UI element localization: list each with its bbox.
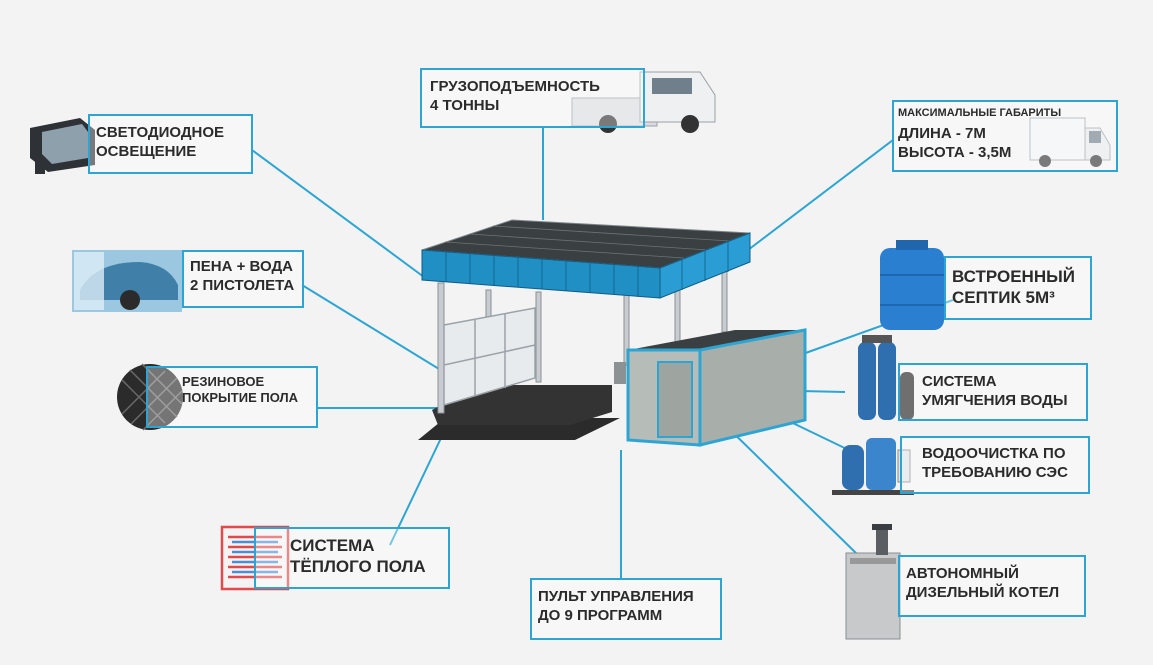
control-panel-box: [614, 362, 626, 384]
purification-unit-icon: [832, 438, 914, 495]
softening-line-2: УМЯГЧЕНИЯ ВОДЫ: [922, 391, 1068, 409]
dimensions-title: МАКСИМАЛЬНЫЕ ГАБАРИТЫ: [898, 107, 1062, 119]
lifting-line-2: 4 ТОННЫ: [430, 96, 500, 114]
rubber-line-1: РЕЗИНОВОЕ: [182, 374, 265, 389]
rubber-line-2: ПОКРЫТИЕ ПОЛА: [182, 390, 298, 406]
dimensions-height: ВЫСОТА - 3,5М: [898, 143, 1012, 161]
container-roof: [628, 330, 805, 350]
label-foam-water: ПЕНА + ВОДА 2 ПИСТОЛЕТА: [182, 250, 304, 308]
boiler-line-2: ДИЗЕЛЬНЫЙ КОТЕЛ: [906, 583, 1060, 601]
lifting-line-1: ГРУЗОПОДЪЕМНОСТЬ: [430, 78, 600, 95]
septic-line-2: СЕПТИК 5М³: [952, 288, 1055, 308]
led-floodlight-icon: [30, 118, 95, 174]
label-control-panel: ПУЛЬТ УПРАВЛЕНИЯ ДО 9 ПРОГРАММ: [530, 578, 722, 640]
car-wash-icon: [72, 250, 182, 312]
roof-grid: [444, 225, 731, 259]
label-water-softening: СИСТЕМА УМЯГЧЕНИЯ ВОДЫ: [898, 363, 1088, 421]
diesel-boiler-icon: [845, 524, 901, 640]
label-max-dimensions: МАКСИМАЛЬНЫЕ ГАБАРИТЫ ДЛИНА - 7М ВЫСОТА …: [892, 100, 1118, 172]
label-diesel-boiler: АВТОНОМНЫЙ ДИЗЕЛЬНЫЙ КОТЕЛ: [898, 555, 1086, 617]
boiler-line-1: АВТОНОМНЫЙ: [906, 565, 1019, 582]
container-side: [698, 328, 807, 447]
led-line-2: ОСВЕЩЕНИЕ: [96, 142, 197, 160]
purification-line-2: ТРЕБОВАНИЮ СЭС: [922, 463, 1068, 481]
control-line-1: ПУЛЬТ УПРАВЛЕНИЯ: [538, 588, 694, 605]
label-floor-heating: СИСТЕМА ТЁПЛОГО ПОЛА: [254, 527, 450, 589]
led-line-1: СВЕТОДИОДНОЕ: [96, 124, 225, 141]
glass-walls: [443, 307, 536, 407]
truck-icon: [571, 71, 716, 133]
foam-line-2: 2 ПИСТОЛЕТА: [190, 276, 295, 294]
connector-lines: [251, 128, 954, 580]
rubber-mat-icon: [117, 363, 183, 431]
heating-line-1: СИСТЕМА: [290, 536, 375, 555]
control-line-2: ДО 9 ПРОГРАММ: [538, 606, 663, 624]
dimensions-length: ДЛИНА - 7М: [898, 124, 986, 142]
septic-line-1: ВСТРОЕННЫЙ: [952, 267, 1075, 286]
heating-line-2: ТЁПЛОГО ПОЛА: [290, 557, 426, 577]
fascia-ribs: [445, 242, 729, 296]
purification-line-1: ВОДООЧИСТКА ПО: [922, 445, 1066, 462]
label-rubber-floor: РЕЗИНОВОЕ ПОКРЫТИЕ ПОЛА: [146, 366, 318, 428]
label-water-purification: ВОДООЧИСТКА ПО ТРЕБОВАНИЮ СЭС: [900, 436, 1090, 494]
softener-tanks-icon: [858, 335, 914, 420]
softening-line-1: СИСТЕМА: [922, 373, 997, 390]
van-icon: [1029, 117, 1111, 167]
container-door: [657, 361, 693, 438]
water-tank-icon: [880, 240, 944, 330]
label-lifting-capacity: ГРУЗОПОДЪЕМНОСТЬ 4 ТОННЫ: [420, 68, 645, 128]
foam-line-1: ПЕНА + ВОДА: [190, 258, 293, 275]
label-septic: ВСТРОЕННЫЙ СЕПТИК 5М³: [944, 256, 1092, 320]
label-led-lighting: СВЕТОДИОДНОЕ ОСВЕЩЕНИЕ: [88, 114, 253, 174]
